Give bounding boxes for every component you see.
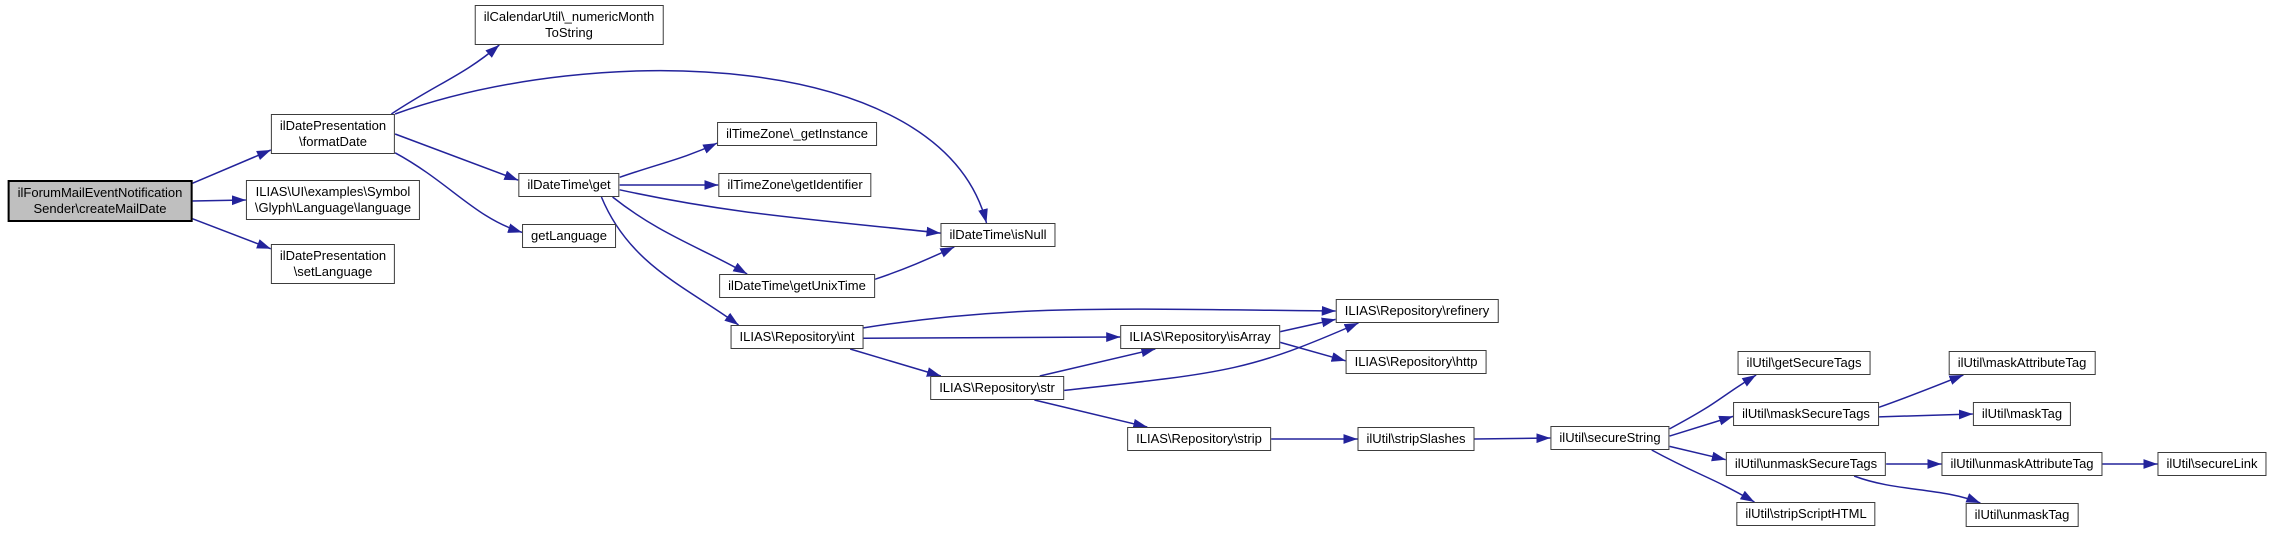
node-unmaskAttributeTag[interactable]: ilUtil\unmaskAttributeTag [1941, 452, 2103, 476]
edge-formatDate-get [394, 133, 519, 181]
node-refinery[interactable]: ILIAS\Repository\refinery [1335, 299, 1499, 323]
node-isNull[interactable]: ilDateTime\isNull [940, 223, 1056, 247]
node-strip[interactable]: ILIAS\Repository\strip [1127, 427, 1271, 451]
edge-get-isNull [619, 189, 941, 237]
edge-formatDate-getLanguage [394, 152, 523, 234]
node-isArray[interactable]: ILIAS\Repository\isArray [1120, 325, 1280, 349]
edge-maskSecureTags-maskTag [1878, 409, 1973, 420]
edge-secureString-stripScriptHTML [1651, 449, 1755, 503]
edge-int-refinery [863, 305, 1336, 329]
edge-stripSlashes-secureString [1474, 433, 1551, 444]
node-getIdentifier[interactable]: ilTimeZone\getIdentifier [718, 173, 872, 197]
edge-isArray-refinery [1279, 317, 1336, 333]
edge-int-str [849, 348, 942, 377]
node-numericMonthToString[interactable]: ilCalendarUtil\_numericMonth ToString [474, 5, 664, 45]
node-http[interactable]: ILIAS\Repository\http [1345, 350, 1487, 374]
edge-get-int [600, 196, 739, 326]
node-getSecureTags[interactable]: ilUtil\getSecureTags [1737, 351, 1871, 375]
edge-createMailDate-language [192, 195, 246, 206]
edge-getUnixTime-isNull [874, 246, 955, 280]
node-unmaskTag[interactable]: ilUtil\unmaskTag [1965, 503, 2079, 527]
node-setLanguage[interactable]: ilDatePresentation \setLanguage [270, 244, 396, 284]
node-language[interactable]: ILIAS\UI\examples\Symbol \Glyph\Language… [245, 180, 421, 220]
node-getLanguage[interactable]: getLanguage [522, 224, 616, 248]
edge-formatDate-numericMonthToString [390, 44, 500, 115]
node-unmaskSecureTags[interactable]: ilUtil\unmaskSecureTags [1725, 452, 1887, 476]
edge-str-isArray [1039, 347, 1156, 377]
node-stripScriptHTML[interactable]: ilUtil\stripScriptHTML [1736, 502, 1876, 526]
node-maskAttributeTag[interactable]: ilUtil\maskAttributeTag [1948, 351, 2096, 375]
node-int[interactable]: ILIAS\Repository\int [730, 325, 864, 349]
edge-createMailDate-formatDate [192, 149, 272, 185]
node-secureString[interactable]: ilUtil\secureString [1550, 426, 1670, 450]
edge-formatDate-isNull [394, 70, 988, 224]
edge-get-getInstance [619, 142, 718, 179]
node-maskTag[interactable]: ilUtil\maskTag [1972, 402, 2072, 426]
node-maskSecureTags[interactable]: ilUtil\maskSecureTags [1733, 402, 1879, 426]
edge-int-isArray [863, 332, 1121, 342]
edge-isArray-http [1279, 341, 1346, 362]
node-formatDate[interactable]: ilDatePresentation \formatDate [270, 114, 396, 154]
node-get[interactable]: ilDateTime\get [518, 173, 620, 197]
edge-createMailDate-setLanguage [192, 217, 272, 250]
node-createMailDate: ilForumMailEventNotification Sender\crea… [7, 180, 193, 222]
edge-str-refinery [1063, 322, 1359, 392]
node-stripSlashes[interactable]: ilUtil\stripSlashes [1357, 427, 1475, 451]
node-str[interactable]: ILIAS\Repository\str [930, 376, 1064, 400]
edge-get-getUnixTime [612, 196, 748, 275]
edge-unmaskSecureTags-unmaskTag [1853, 475, 1981, 504]
node-getInstance[interactable]: ilTimeZone\_getInstance [717, 122, 877, 146]
edge-maskSecureTags-maskAttributeTag [1878, 374, 1964, 408]
edge-secureString-maskSecureTags [1669, 415, 1734, 437]
edge-str-strip [1034, 399, 1148, 429]
node-getUnixTime[interactable]: ilDateTime\getUnixTime [719, 274, 875, 298]
edge-secureString-unmaskSecureTags [1669, 445, 1727, 462]
node-secureLink[interactable]: ilUtil\secureLink [2157, 452, 2267, 476]
edge-secureString-getSecureTags [1669, 374, 1757, 430]
